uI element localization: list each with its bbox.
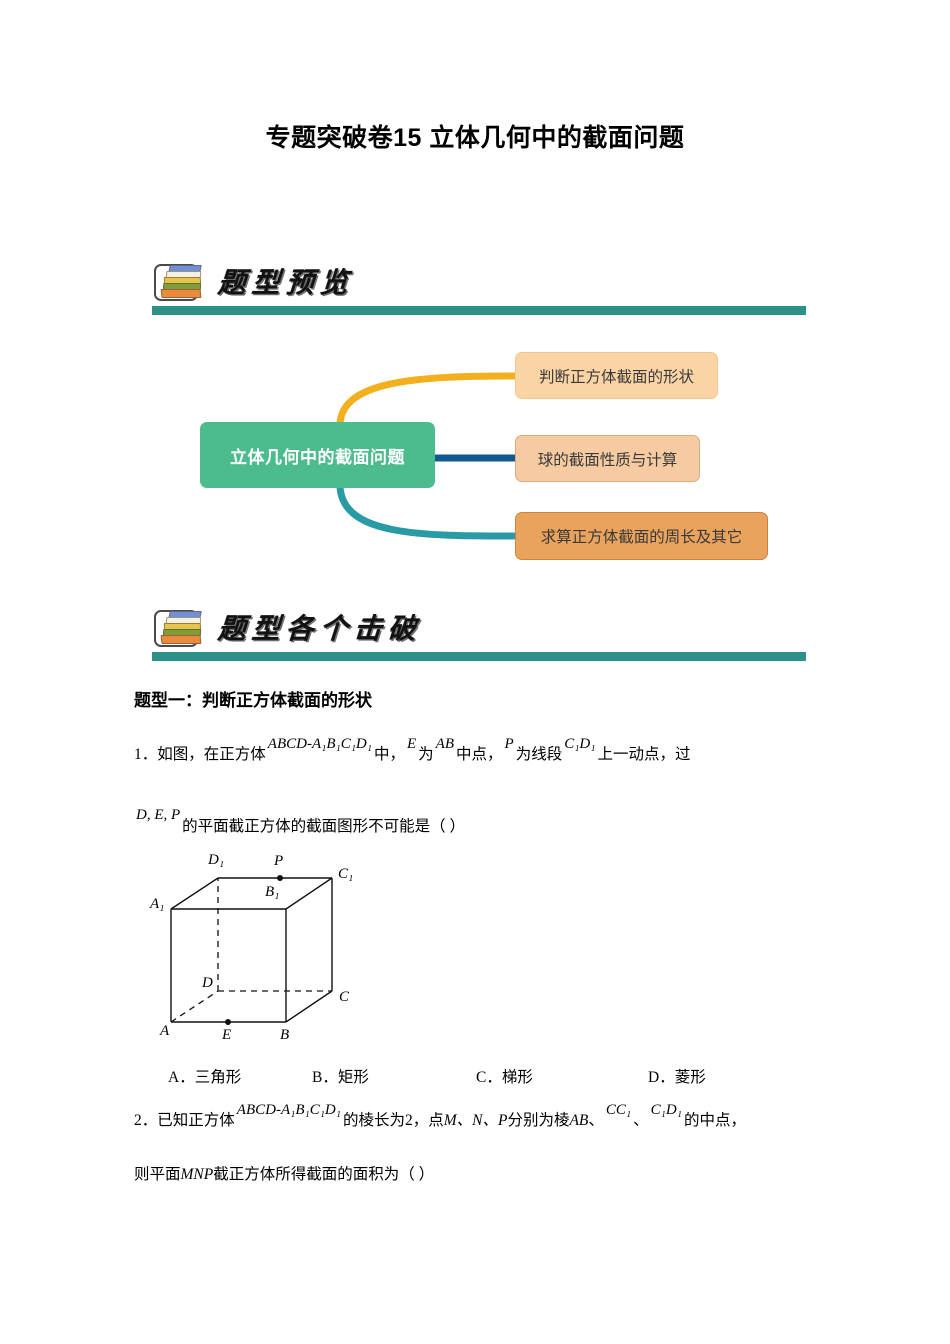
problem-1-math-ab: AB — [435, 736, 454, 752]
mindmap-branch-sphere[interactable]: 球的截面性质与计算 — [515, 435, 700, 482]
mindmap-connectors — [336, 372, 519, 540]
problem-2-math-cube: ABCD-A₁B₁C₁D₁ — [236, 1102, 341, 1118]
section-header-breakdown: 题型各个击破 — [152, 604, 806, 661]
stack-of-books-icon — [152, 607, 208, 647]
problem-2-math-c1d1: C₁D₁ — [650, 1102, 682, 1118]
cube-label-C1: C₁ — [338, 866, 354, 882]
mindmap-branch-shape[interactable]: 判断正方体截面的形状 — [515, 352, 718, 399]
problem-1-text-mid3: 中点， — [456, 746, 503, 763]
problem-2-line-1: 2．已知正方体ABCD-A₁B₁C₁D₁的棱长为2，点M、N、P分别为棱AB、C… — [134, 1102, 746, 1130]
option-c[interactable]: C．梯形 — [476, 1069, 533, 1086]
option-d[interactable]: D．菱形 — [648, 1069, 706, 1086]
cube-point-P — [277, 875, 283, 881]
cube-label-A: A — [160, 1023, 170, 1039]
problem-1-math-p: P — [504, 736, 514, 752]
mindmap-center-node[interactable]: 立体几何中的截面问题 — [200, 422, 435, 488]
cube-edge-BC — [285, 990, 333, 1023]
cube-label-P: P — [274, 853, 284, 869]
problem-1-options: A．三角形 B．矩形 C．梯形 D．菱形 — [168, 1065, 808, 1087]
book-icon-layer-orange — [160, 635, 202, 644]
problem-1-line-2-text: 的平面截正方体的截面图形不可能是（ ） — [182, 818, 466, 835]
cube-label-B1: B₁ — [265, 884, 280, 900]
cube-label-E: E — [222, 1027, 232, 1043]
page-title: 专题突破卷15 立体几何中的截面问题 — [265, 124, 685, 152]
cube-label-C: C — [339, 989, 350, 1005]
problem-1-math-c1d1: C₁D₁ — [564, 736, 596, 752]
problem-1-text-mid4: 为线段 — [515, 746, 563, 763]
section-header-preview: 题型预览 — [152, 258, 806, 315]
book-icon-layer-orange — [160, 289, 202, 298]
cube-label-A1: A₁ — [150, 896, 165, 912]
problem-1-math-e: E — [406, 736, 417, 752]
section-header-row: 题型预览 — [152, 258, 806, 304]
problem-1-text-mid1: 中， — [373, 746, 405, 763]
section-divider-bar — [152, 306, 806, 315]
option-a[interactable]: A．三角形 — [168, 1069, 242, 1086]
problem-1-line-2: D, E, P的平面截正方体的截面图形不可能是（ ） — [134, 807, 466, 836]
stack-of-books-icon — [152, 261, 208, 301]
problem-2-text-tail: 的中点， — [683, 1112, 746, 1129]
problem-2-text-mid1: 的棱长为2，点 — [342, 1112, 444, 1129]
cube-diagram-svg — [170, 875, 333, 1025]
option-b[interactable]: B．矩形 — [312, 1069, 369, 1086]
problem-1-math-dep: D, E, P — [136, 807, 181, 823]
problem-2-text-mid4: 、 — [633, 1112, 649, 1129]
problem-1-text-tail: 上一动点，过 — [597, 746, 691, 763]
problem-2-math-ab: AB — [569, 1112, 589, 1129]
mindmap-diagram: 立体几何中的截面问题 判断正方体截面的形状 球的截面性质与计算 求算正方体截面的… — [190, 340, 800, 575]
cube-edge-AD-hidden — [170, 990, 219, 1023]
cube-label-D1: D₁ — [208, 852, 225, 868]
problem-1-text-pre: 如图，在正方体 — [157, 746, 266, 763]
section-title-preview: 题型预览 — [216, 268, 355, 299]
problem-1-line-1: 1．如图，在正方体ABCD-A₁B₁C₁D₁中，E为AB中点，P为线段C₁D₁上… — [134, 736, 691, 764]
connector-curve-down — [336, 482, 519, 540]
cube-edge-D1A1 — [170, 877, 219, 910]
cube-edge-C1B1 — [285, 877, 333, 910]
cube-point-E — [225, 1019, 231, 1025]
problem-2-math-cc1: CC₁ — [605, 1102, 632, 1118]
cube-label-B: B — [280, 1027, 290, 1043]
problem-2-line-2: 则平面MNP截正方体所得截面的面积为（ ） — [134, 1166, 434, 1183]
connector-curve-up — [336, 372, 519, 428]
problem-2-line-2-tail: 截正方体所得截面的面积为（ ） — [213, 1166, 435, 1183]
problem-2-math-plane-mnp: MNP — [180, 1166, 214, 1183]
problem-1-text-mid2: 为 — [418, 746, 434, 763]
section-divider-bar — [152, 652, 806, 661]
problem-2-text-mid2: 分别为棱 — [507, 1112, 570, 1129]
problem-2-text-mid3: 、 — [588, 1112, 604, 1129]
problem-2-line-2-pre: 则平面 — [134, 1166, 181, 1183]
question-type-heading: 题型一：判断正方体截面的形状 — [134, 691, 372, 710]
problem-2-number: 2． — [134, 1112, 158, 1129]
problem-2-text-pre: 已知正方体 — [157, 1112, 235, 1129]
section-header-row: 题型各个击破 — [152, 604, 806, 650]
section-title-breakdown: 题型各个击破 — [216, 614, 423, 645]
cube-label-D: D — [202, 975, 213, 991]
mindmap-branch-perimeter[interactable]: 求算正方体截面的周长及其它 — [515, 512, 768, 560]
cube-diagram: D₁ P C₁ A₁ B₁ D C A E B — [150, 852, 400, 1047]
problem-1-number: 1． — [134, 746, 158, 763]
problem-1-math-cube: ABCD-A₁B₁C₁D₁ — [267, 736, 372, 752]
problem-2-math-mnp: M、N、P — [443, 1112, 508, 1129]
